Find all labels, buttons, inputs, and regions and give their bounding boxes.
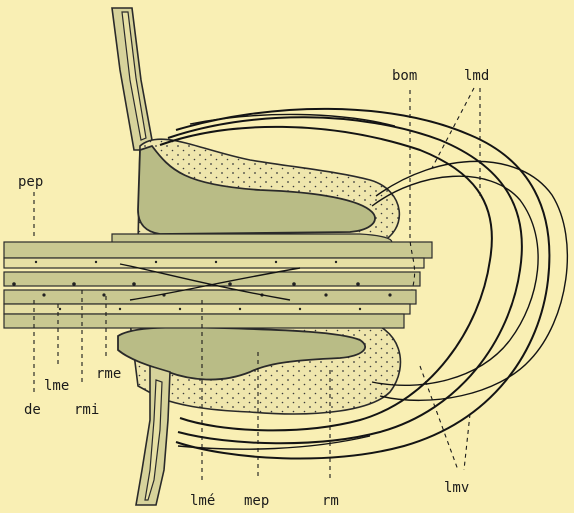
leader-lmv-b (464, 414, 470, 470)
label-mep: mep (244, 493, 269, 509)
label-rme: rme (96, 366, 121, 382)
label-lme-bottom: lmé (190, 493, 215, 509)
cord-lower (4, 314, 404, 328)
cord-de (4, 242, 432, 258)
label-lmd: lmd (464, 68, 489, 84)
label-rmi: rmi (74, 402, 99, 418)
cord-upper-light (4, 258, 424, 268)
label-de: de (24, 402, 41, 418)
label-lmv: lmv (444, 480, 469, 496)
label-pep: pep (18, 174, 43, 190)
label-rm: rm (322, 493, 339, 509)
label-bom: bom (392, 68, 417, 84)
label-lme-left: lme (44, 378, 69, 394)
cord-rmi (4, 290, 416, 304)
cord-lower-light (4, 304, 410, 314)
